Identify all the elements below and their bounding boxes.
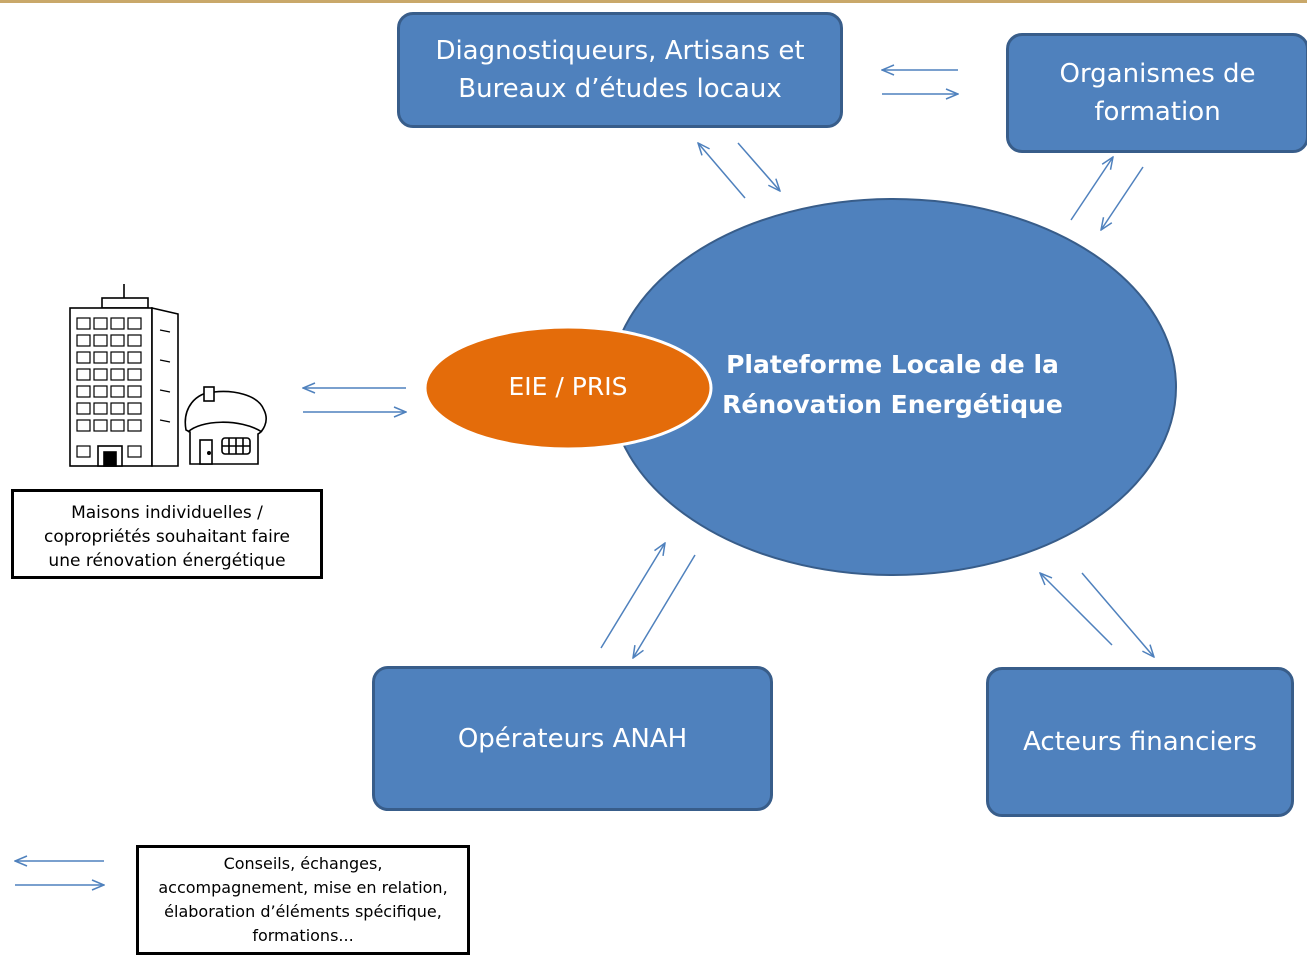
arrow-diagnostiqueurs-to-platform [737, 142, 780, 191]
houses-caption-line1: Maisons individuelles / [71, 503, 263, 523]
node-operateurs-label: Opérateurs ANAH [457, 723, 688, 754]
legend-caption-line3: élaboration d’éléments spécifique, [164, 902, 442, 921]
arrow-platform-to-diagnostiqueurs [698, 143, 746, 199]
houses-caption-line2: copropriétés souhaitant faire [44, 527, 290, 547]
legend-caption-line2: accompagnement, mise en relation, [158, 878, 448, 897]
arrow-platform-to-organismes [1070, 157, 1113, 221]
house-icon [184, 386, 267, 465]
node-organismes-formation: Organismes de formation [1006, 33, 1307, 153]
houses-caption-line3: une rénovation énergétique [48, 551, 286, 571]
node-diagnostiqueurs-line1: Diagnostiqueurs, Artisans et [435, 36, 805, 66]
node-organismes-line2: formation [1094, 97, 1221, 127]
node-acteurs-financiers: Acteurs financiers [986, 667, 1294, 817]
arrow-platform-to-acteurs [1081, 572, 1154, 657]
node-diagnostiqueurs: Diagnostiqueurs, Artisans et Bureaux d’é… [397, 12, 843, 128]
node-acteurs-label: Acteurs financiers [1023, 727, 1257, 757]
platform-label: Plateforme Locale de la Rénovation Energ… [700, 345, 1085, 425]
arrow-acteurs-to-platform [1040, 573, 1113, 646]
platform-label-line2: Rénovation Energétique [722, 390, 1063, 419]
top-border-line [0, 0, 1307, 3]
apartment-building-icon [69, 284, 179, 467]
node-operateurs-anah: Opérateurs ANAH [372, 666, 773, 811]
eie-pris-label: EIE / PRIS [508, 372, 628, 401]
houses-caption-box: Maisons individuelles / copropriétés sou… [11, 489, 323, 579]
node-diagnostiqueurs-line2: Bureaux d’études locaux [458, 74, 782, 104]
node-organismes-line1: Organismes de [1059, 59, 1256, 89]
legend-caption-box: Conseils, échanges, accompagnement, mise… [136, 845, 470, 955]
legend-caption-line1: Conseils, échanges, [223, 854, 383, 873]
arrow-operateurs-to-platform [600, 543, 665, 649]
arrow-platform-to-operateurs [633, 554, 696, 658]
arrow-organismes-to-platform [1101, 166, 1144, 230]
eie-pris-ellipse [423, 325, 713, 451]
legend-caption-line4: formations... [252, 926, 354, 945]
platform-label-line1: Plateforme Locale de la [726, 350, 1059, 379]
